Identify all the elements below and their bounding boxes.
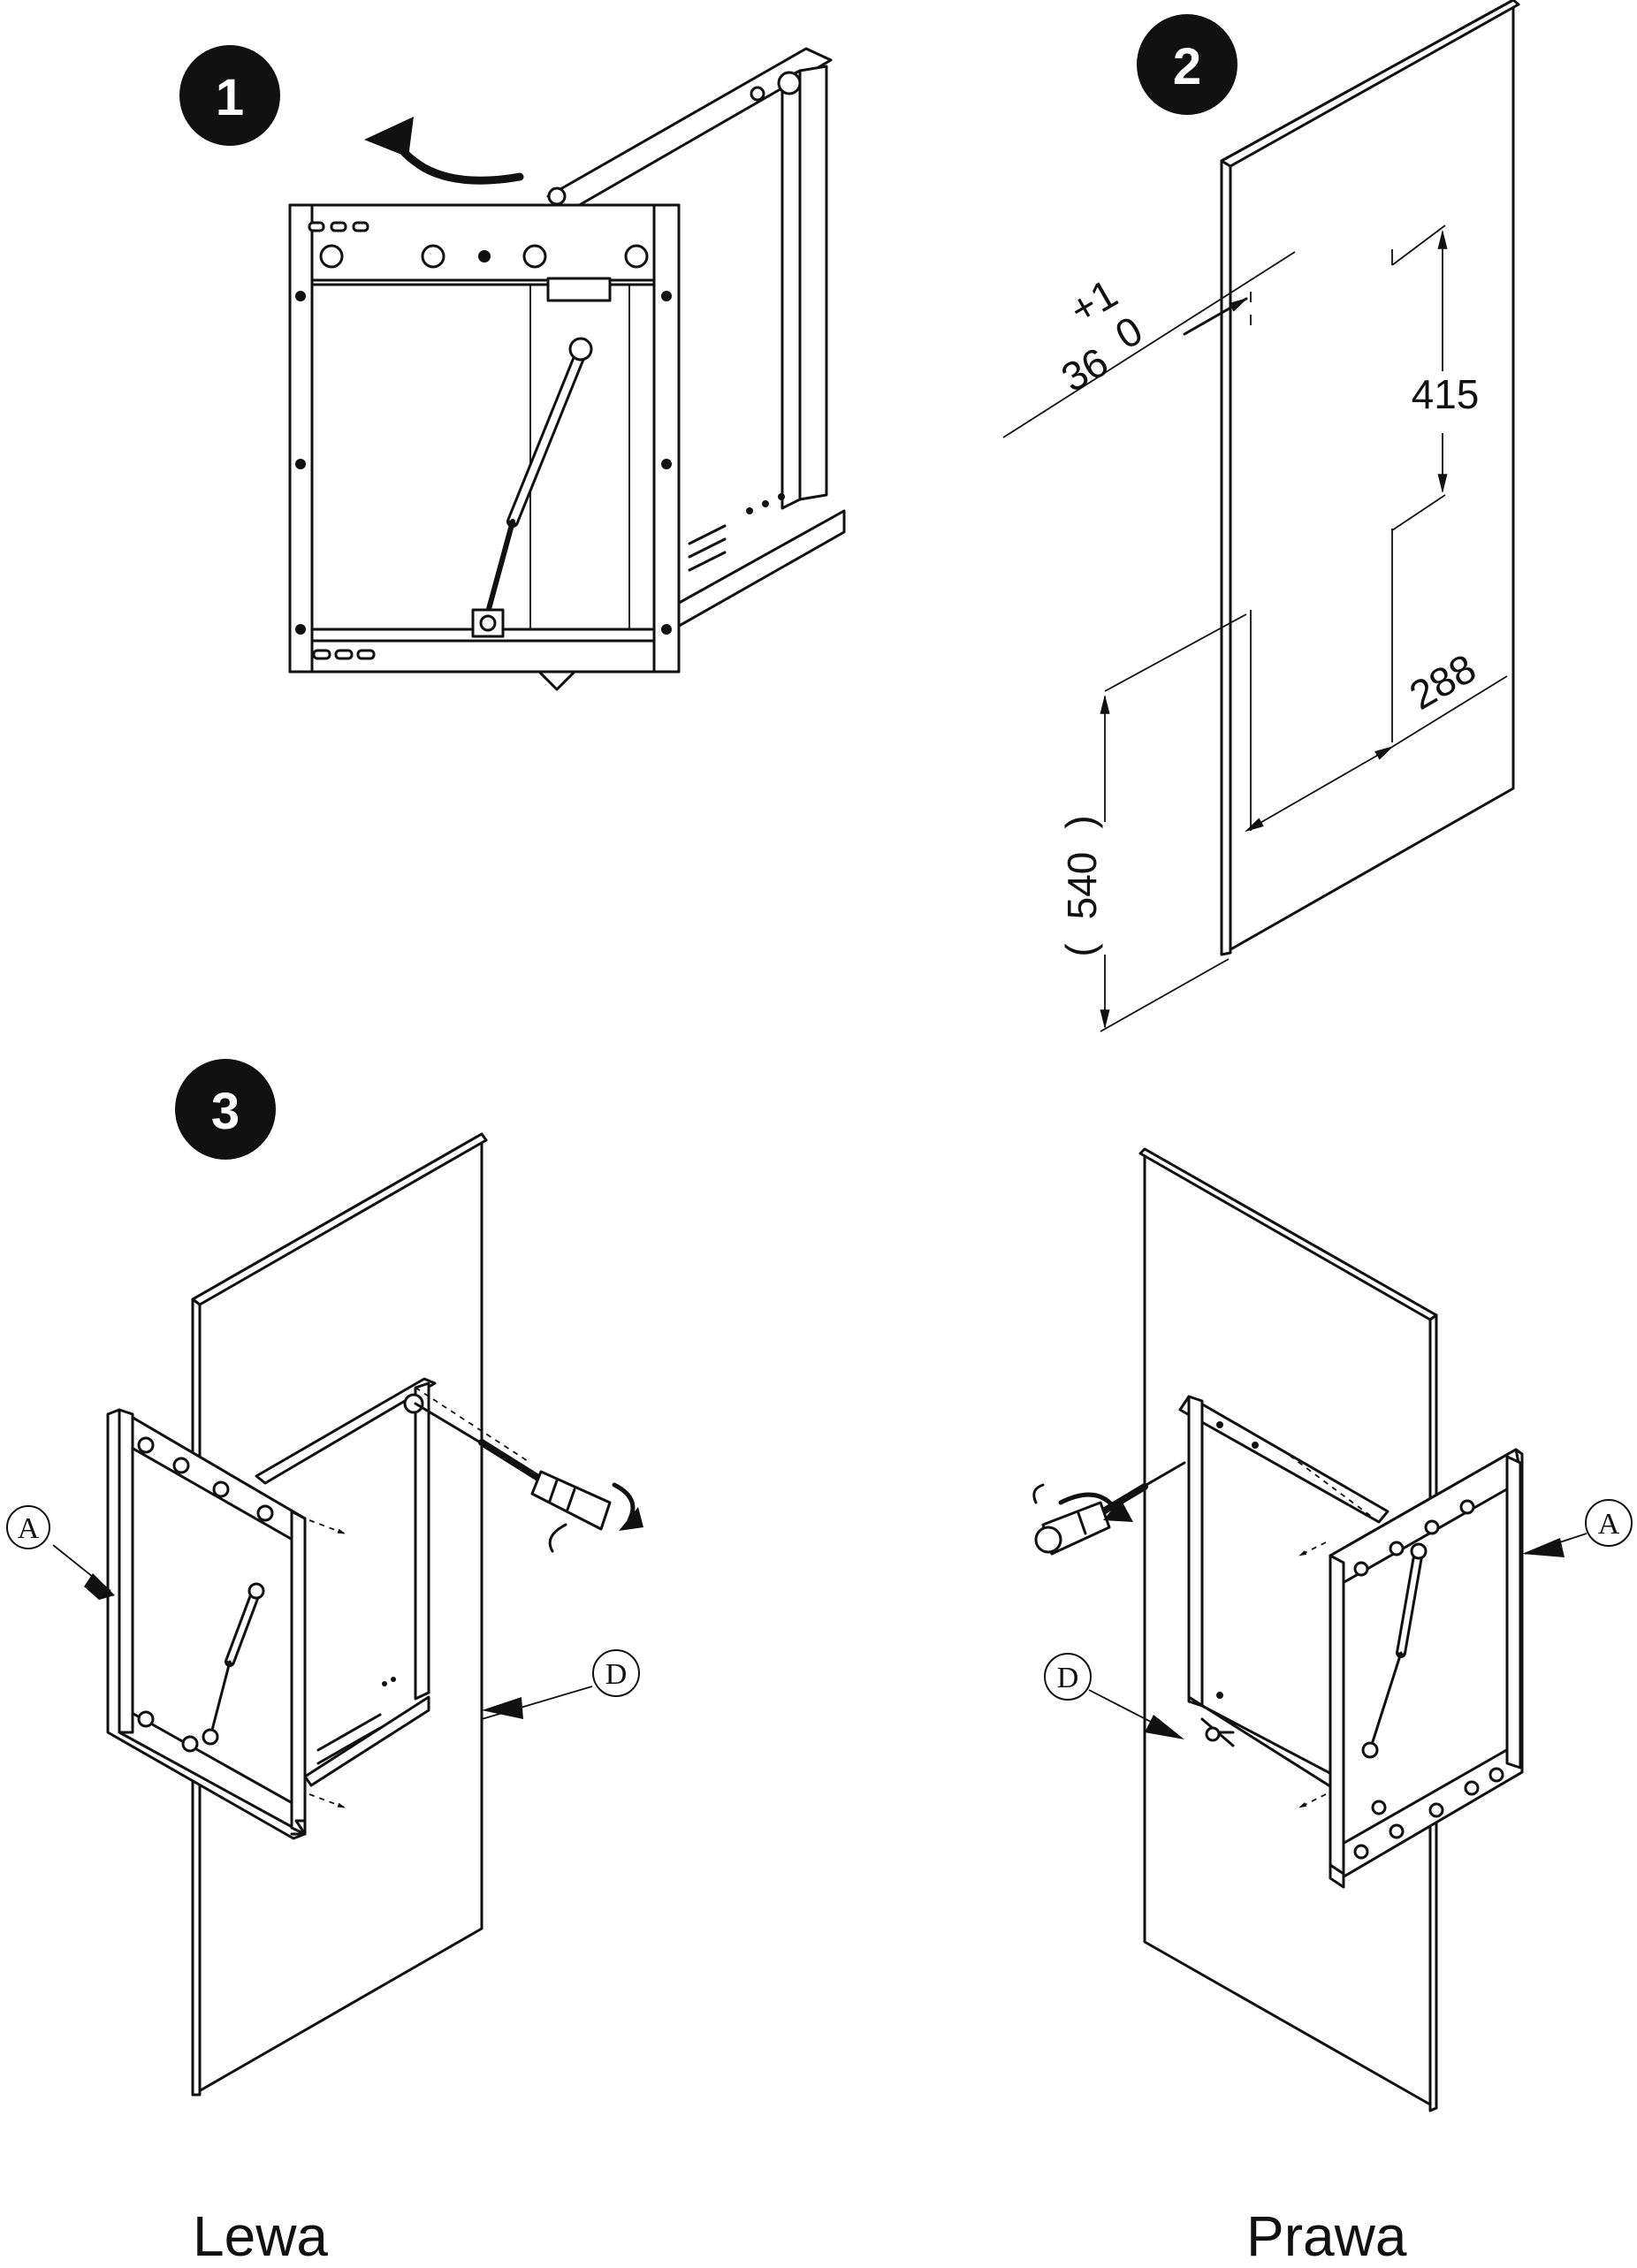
caption-right: Prawa xyxy=(1246,2204,1407,2268)
left-callout-d-label: D xyxy=(605,1658,628,1691)
left-callout-a: A xyxy=(6,1505,115,1600)
gas-spring xyxy=(471,337,593,638)
right-side-panel xyxy=(1138,1147,1438,2112)
step-1-panel: 1 xyxy=(179,45,846,691)
step-3-number: 3 xyxy=(211,1083,240,1140)
dim-depth-value: 36 xyxy=(1054,339,1115,401)
right-front-frame xyxy=(1329,1448,1524,1889)
dim-height-ref-paren-close: ) xyxy=(1057,815,1103,828)
step-2-panel: 2 36 +1 0 415 xyxy=(1002,0,1520,1032)
side-panel xyxy=(1220,0,1520,956)
step-3-right-panel: A D xyxy=(1032,1147,1633,2112)
step-1-badge: 1 xyxy=(179,45,280,146)
left-screwdriver-icon xyxy=(414,1402,643,1553)
step-3-left-panel: 3 xyxy=(6,1059,643,2097)
right-callout-d: D xyxy=(1044,1653,1184,1739)
dim-height-ref-paren-open: ( xyxy=(1057,943,1103,957)
step-1-number: 1 xyxy=(216,69,244,126)
rear-frame xyxy=(546,47,846,656)
dim-vertical-spacing: 415 xyxy=(1391,225,1480,531)
left-front-frame xyxy=(106,1408,307,1840)
dim-height-ref: 540 ( ) xyxy=(1057,613,1247,1032)
left-callout-a-label: A xyxy=(18,1512,40,1545)
right-gas-spring xyxy=(1361,1542,1428,1759)
right-callout-a-label: A xyxy=(1598,1508,1620,1541)
step-2-number: 2 xyxy=(1173,38,1201,95)
right-callout-a: A xyxy=(1522,1499,1633,1557)
right-callout-d-label: D xyxy=(1057,1662,1079,1694)
dim-vertical-spacing-value: 415 xyxy=(1412,371,1480,417)
rotate-arrow-icon xyxy=(364,117,524,185)
right-screwdriver-icon xyxy=(1032,1461,1186,1556)
step-2-badge: 2 xyxy=(1137,14,1237,115)
caption-left: Lewa xyxy=(193,2204,328,2268)
left-callout-d: D xyxy=(481,1649,640,1720)
left-gas-spring xyxy=(202,1582,265,1746)
left-screw-guides xyxy=(308,1387,531,1808)
dim-height-ref-value: 540 xyxy=(1059,852,1105,920)
right-screw-guides xyxy=(1205,1449,1380,1808)
front-frame xyxy=(288,203,681,691)
left-rear-frame xyxy=(255,1377,437,1787)
step-3-badge: 3 xyxy=(175,1059,276,1160)
dim-depth-tol-zero: 0 xyxy=(1108,307,1150,358)
